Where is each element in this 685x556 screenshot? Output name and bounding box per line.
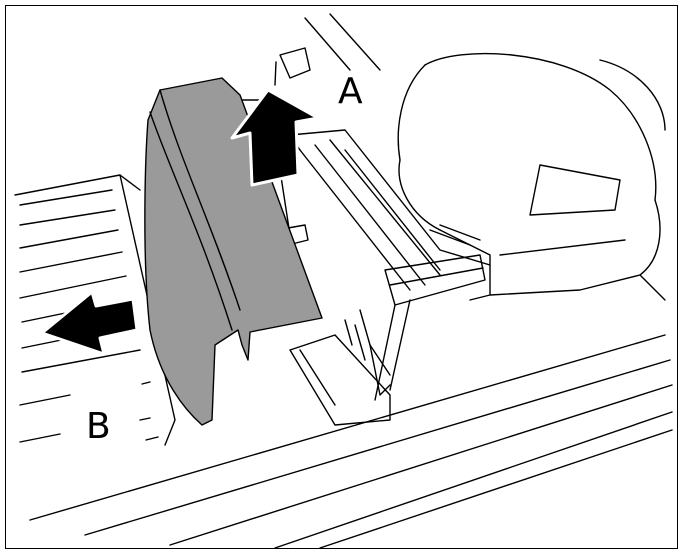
seat-handle	[529, 164, 621, 216]
sill-strip	[29, 334, 673, 549]
arrow-up-icon	[230, 88, 320, 187]
seat-rail	[289, 129, 491, 401]
cover-panel-edge	[159, 89, 241, 311]
callout-label-a: A	[336, 71, 365, 112]
pillar-trim	[274, 13, 381, 86]
cover-panel	[144, 77, 323, 426]
callout-label-b: B	[84, 406, 113, 447]
seat-cushion	[397, 52, 666, 301]
figure-frame	[5, 5, 678, 549]
arrow-left-icon	[40, 290, 139, 356]
cover-panel-edge	[149, 111, 233, 331]
